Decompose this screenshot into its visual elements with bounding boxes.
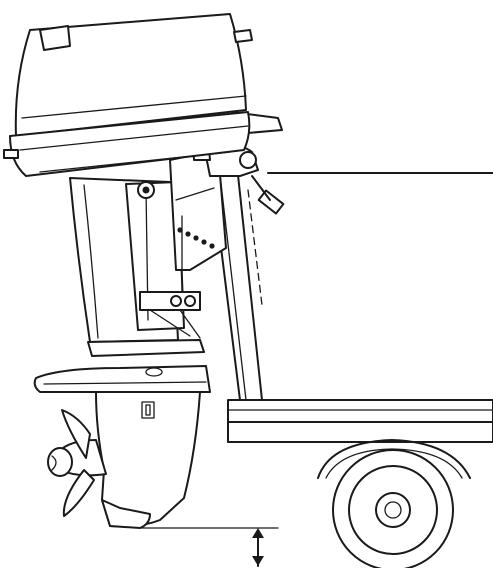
propeller: [47, 409, 95, 517]
trailer-bed: [227, 399, 493, 443]
boat-hull: [211, 172, 493, 401]
engine-cowling: [3, 13, 253, 177]
trailer-fender: [317, 439, 471, 479]
tilt-pin-holes: [177, 227, 215, 249]
clearance-arrow: [139, 527, 279, 567]
outboard-motor: [3, 13, 285, 529]
transom-clamp-bracket: [125, 149, 227, 339]
trailer-wheel: [332, 449, 454, 568]
